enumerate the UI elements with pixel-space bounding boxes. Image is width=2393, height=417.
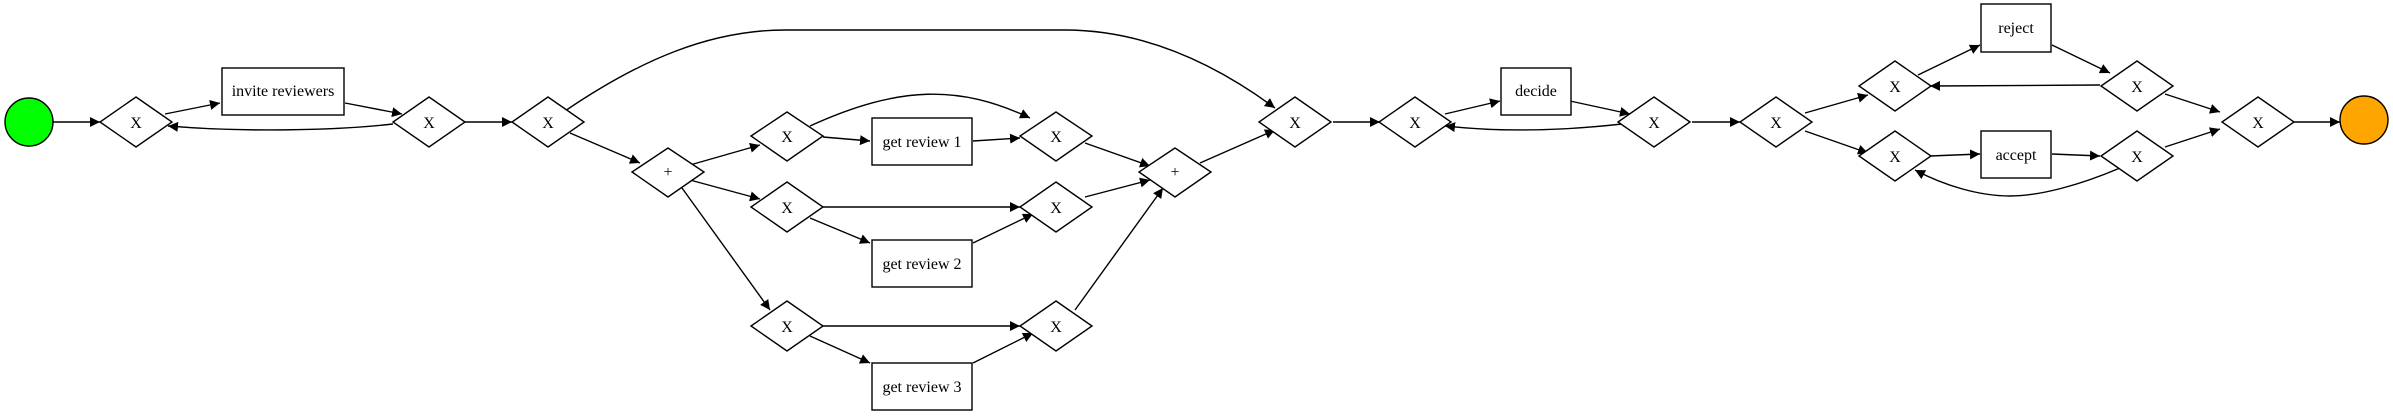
gateway-xor-review2-join: X: [1018, 181, 1094, 233]
gateway-xor-review2-split: X: [749, 181, 825, 233]
task-label: get review 3: [882, 379, 961, 396]
gateway-xor-review1-split: X: [749, 111, 825, 162]
gateway-xor-decide-loop-exit: X: [1616, 96, 1692, 148]
task-label: decide: [1515, 83, 1557, 100]
gateway-label: X: [2252, 115, 2264, 132]
edge-g3-bypass-to-g-join-top: [564, 29, 1276, 112]
gateway-xor-reject-loop-exit: X: [2099, 60, 2175, 112]
edge-g2-back-to-g1: [167, 121, 394, 132]
gateway-label: X: [2131, 79, 2143, 96]
edge-x2-join-to-and-join: [1084, 177, 1151, 198]
gateway-label: X: [1050, 129, 1062, 146]
edge-accept-split-to-accept: [1929, 149, 1981, 160]
task-decide: decide: [1500, 67, 1572, 116]
edge-review2-to-x2-join: [972, 213, 1034, 244]
task-get-review-2: get review 2: [871, 239, 973, 288]
edge-g1-to-invite: [164, 100, 221, 115]
gateway-xor-review-merge: X: [1257, 96, 1333, 148]
edge-and-split-to-x3: [681, 187, 771, 311]
task-reject: reject: [1980, 3, 2052, 53]
gateway-label: X: [781, 200, 793, 217]
edge-g3-to-and-split: [569, 132, 641, 164]
edge-accept-join-to-end-gw: [2164, 127, 2221, 148]
gateway-label: X: [542, 115, 554, 132]
edge-decide-to-g7: [1569, 100, 1631, 117]
task-label: get review 2: [882, 256, 961, 273]
gateway-label: X: [1050, 200, 1062, 217]
task-label: get review 1: [882, 134, 961, 151]
edge-review1-to-x1-join: [972, 133, 1021, 144]
gateway-xor-reject-loop-entry: X: [1857, 60, 1933, 112]
end-event: [2339, 95, 2389, 145]
task-accept: accept: [1980, 130, 2052, 179]
edge-reject-join-to-end-gw: [2164, 93, 2221, 114]
edge-accept-join-back-to-split: [1914, 167, 2121, 197]
edge-and-split-to-x2: [689, 179, 761, 202]
edge-x1-to-review1: [822, 135, 871, 146]
edge-and-join-to-g-join: [1199, 129, 1276, 164]
gateway-xor-review1-join: X: [1018, 111, 1094, 162]
edge-reject-to-reject-join: [2051, 44, 2111, 74]
gateway-xor-accept-loop-exit: X: [2099, 130, 2175, 182]
edge-g6-to-decide: [1444, 98, 1501, 115]
task-label: invite reviewers: [232, 83, 335, 100]
gateway-label: X: [130, 115, 142, 132]
gateway-xor-decide-loop-entry: X: [1377, 96, 1453, 148]
gateway-label: X: [1770, 115, 1782, 132]
start-event: [4, 97, 54, 147]
edge-reject-join-back-to-split: [1929, 80, 2101, 91]
edge-g8-to-reject-split: [1804, 92, 1869, 114]
task-label: reject: [1998, 20, 2034, 37]
task-invite-reviewers: invite reviewers: [221, 67, 345, 116]
gateway-xor-review3-join: X: [1018, 300, 1094, 352]
edge-invite-to-g2: [344, 102, 403, 118]
edge-and-split-to-x1: [689, 142, 761, 166]
gateway-label: X: [1289, 115, 1301, 132]
gateway-xor-accept-loop-entry: X: [1857, 130, 1933, 182]
edge-x3-join-to-and-join: [1074, 187, 1164, 311]
gateway-label: X: [1889, 79, 1901, 96]
gateway-label: X: [781, 129, 793, 146]
gateway-xor-3: X: [510, 96, 586, 148]
edge-review3-to-x3-join: [972, 332, 1034, 364]
gateway-label: X: [423, 115, 435, 132]
gateway-xor-review3-split: X: [749, 300, 825, 352]
edge-x1-skip-to-x1-join: [809, 93, 1031, 127]
gateway-label: X: [1648, 115, 1660, 132]
gateway-xor-final-merge: X: [2220, 96, 2296, 148]
gateway-xor-2: X: [391, 96, 467, 148]
edge-g7-back-to-g6: [1444, 122, 1623, 133]
edges: [53, 29, 2340, 364]
task-label: accept: [1996, 147, 2037, 164]
edge-accept-to-accept-join: [2051, 150, 2101, 161]
gateway-label: +: [1170, 164, 1179, 181]
task-get-review-1: get review 1: [871, 117, 973, 166]
gateway-and-join: +: [1137, 147, 1213, 198]
edge-x1-join-to-and-join: [1084, 142, 1151, 168]
task-get-review-3: get review 3: [871, 362, 973, 411]
gateway-label: X: [1409, 115, 1421, 132]
gateway-label: X: [1889, 149, 1901, 166]
edge-reject-split-to-reject: [1917, 44, 1981, 76]
gateway-label: +: [663, 164, 672, 181]
gateway-label: X: [781, 319, 793, 336]
edge-x2-to-review2: [809, 217, 871, 244]
edge-g8-to-accept-split: [1804, 130, 1869, 155]
edge-x3-to-review3: [809, 335, 871, 364]
gateway-and-split: +: [630, 147, 706, 198]
gateway-xor-1: X: [98, 96, 174, 148]
gateway-label: X: [2131, 149, 2143, 166]
gateway-xor-decision-split: X: [1738, 96, 1814, 148]
gateway-label: X: [1050, 319, 1062, 336]
